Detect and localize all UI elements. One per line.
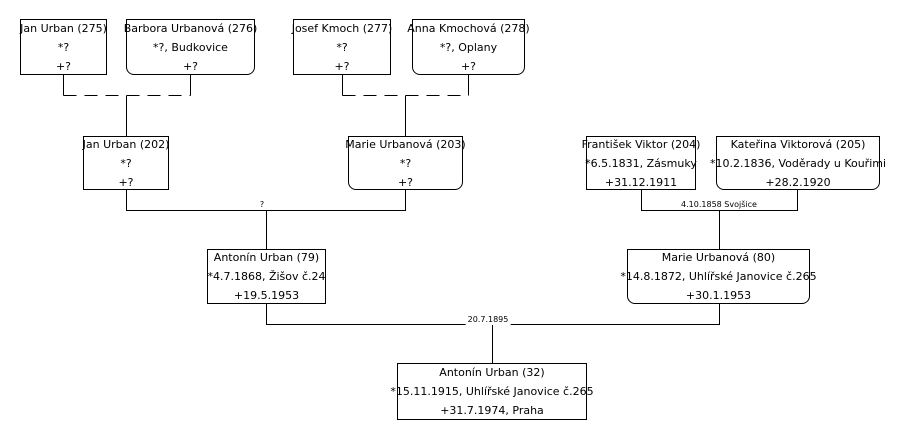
person-birth: *? xyxy=(336,40,348,54)
person-80[interactable]: Marie Urbanová (80) *14.8.1872, Uhlířské… xyxy=(620,249,817,304)
person-death: +? xyxy=(55,59,72,73)
person-name: Barbora Urbanová (276) xyxy=(123,21,258,35)
person-birth: *10.2.1836, Voděrady u Kouřimi xyxy=(709,156,887,170)
person-79[interactable]: Antonín Urban (79) *4.7.1868, Žišov č.24… xyxy=(207,249,326,304)
person-275[interactable]: Jan Urban (275) *? +? xyxy=(20,19,107,75)
person-death: +19.5.1953 xyxy=(233,289,300,302)
person-birth: *14.8.1872, Uhlířské Janovice č.265 xyxy=(620,270,817,283)
person-death: +28.2.1920 xyxy=(765,175,831,189)
person-birth: *? xyxy=(399,156,412,170)
person-birth: *6.5.1831, Zásmuky xyxy=(585,156,697,170)
person-death: +31.12.1911 xyxy=(604,175,678,189)
person-birth: *?, Oplany xyxy=(439,40,498,54)
person-birth: *? xyxy=(57,40,70,54)
person-name: Jan Urban (202) xyxy=(82,137,170,151)
person-death: +? xyxy=(182,59,199,73)
person-name: Antonín Urban (32) xyxy=(439,366,545,379)
person-name: Kateřina Viktorová (205) xyxy=(730,137,866,151)
person-birth: *4.7.1868, Žišov č.24 xyxy=(207,270,326,283)
person-death: +31.7.1974, Praha xyxy=(440,404,544,417)
person-32[interactable]: Antonín Urban (32) *15.11.1915, Uhlířské… xyxy=(390,363,594,420)
person-277[interactable]: Josef Kmoch (277) *? +? xyxy=(291,19,393,75)
person-name: Josef Kmoch (277) xyxy=(291,21,393,35)
person-203[interactable]: Marie Urbanová (203) *? +? xyxy=(345,136,466,190)
person-name: Marie Urbanová (203) xyxy=(345,137,466,151)
person-death: +? xyxy=(397,175,414,189)
person-death: +? xyxy=(118,175,134,189)
person-birth: *? xyxy=(120,156,132,170)
marriage-label-204-205: 4.10.1858 Svojšice xyxy=(679,200,759,210)
person-205[interactable]: Kateřina Viktorová (205) *10.2.1836, Vod… xyxy=(710,136,886,190)
person-death: +? xyxy=(334,59,350,73)
marriage-label-202-203: ? xyxy=(257,200,267,210)
person-name: Jan Urban (275) xyxy=(20,21,107,35)
person-death: +30.1.1953 xyxy=(685,289,752,302)
person-name: Marie Urbanová (80) xyxy=(661,251,776,264)
person-276[interactable]: Barbora Urbanová (276) *?, Budkovice +? xyxy=(123,19,258,75)
person-birth: *?, Budkovice xyxy=(153,40,228,54)
person-name: Antonín Urban (79) xyxy=(213,251,320,264)
marriage-label-79-80: 20.7.1895 xyxy=(465,315,511,325)
person-204[interactable]: František Viktor (204) *6.5.1831, Zásmuk… xyxy=(582,136,700,190)
person-name: František Viktor (204) xyxy=(581,137,701,151)
person-202[interactable]: Jan Urban (202) *? +? xyxy=(83,136,169,190)
person-278[interactable]: Anna Kmochová (278) *?, Oplany +? xyxy=(407,19,530,75)
person-death: +? xyxy=(460,59,477,73)
person-birth: *15.11.1915, Uhlířské Janovice č.265 xyxy=(390,385,594,398)
person-name: Anna Kmochová (278) xyxy=(407,21,530,35)
